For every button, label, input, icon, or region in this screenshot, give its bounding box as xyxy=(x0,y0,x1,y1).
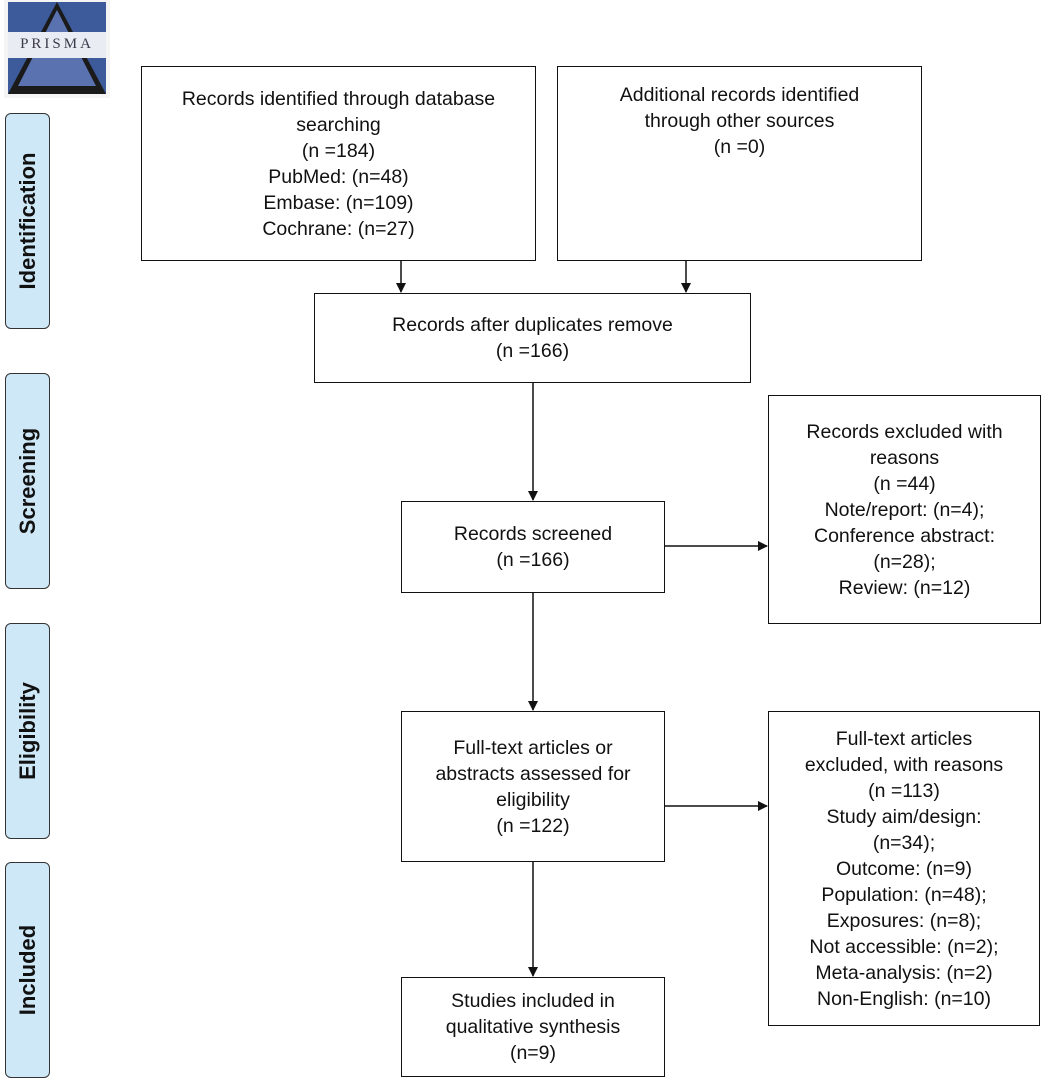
box-line: Embase: (n=109) xyxy=(263,191,414,214)
box-line: through other sources xyxy=(644,110,835,132)
stage-screening: Screening xyxy=(5,373,50,589)
stage-identification: Identification xyxy=(5,113,50,329)
box-line: Meta-analysis: (n=2) xyxy=(815,961,993,984)
box-line: (n =0) xyxy=(713,136,766,158)
box-line: (n=28); xyxy=(873,550,936,573)
box-line: Studies included in xyxy=(451,990,615,1012)
box-other-sources: Additional records identified through ot… xyxy=(557,66,922,261)
box-line: Cochrane: (n=27) xyxy=(262,217,415,240)
box-excluded-fulltext: Full-text articles excluded, with reason… xyxy=(768,711,1040,1026)
stage-included: Included xyxy=(5,862,50,1078)
box-studies-included: Studies included in qualitative synthesi… xyxy=(401,977,665,1077)
box-line: qualitative synthesis xyxy=(445,1016,621,1038)
box-line: Exposures: (n=8); xyxy=(826,909,982,932)
box-line: (n=34); xyxy=(872,831,936,854)
stage-eligibility: Eligibility xyxy=(5,623,50,839)
box-fulltext-assessed: Full-text articles or abstracts assessed… xyxy=(401,711,665,862)
box-line: searching xyxy=(296,113,381,136)
box-line: Review: (n=12) xyxy=(838,576,971,599)
prisma-logo-graphic xyxy=(8,2,106,94)
box-database-search: Records identified through database sear… xyxy=(141,66,536,261)
box-line: (n =122) xyxy=(496,814,570,837)
box-after-duplicates: Records after duplicates remove (n =166) xyxy=(314,293,751,383)
box-line: Additional records identified xyxy=(619,84,860,106)
box-line: abstracts assessed for xyxy=(435,762,631,785)
box-line: Outcome: (n=9) xyxy=(835,857,972,880)
box-line: PubMed: (n=48) xyxy=(268,165,409,188)
box-line: Non-English: (n=10) xyxy=(817,987,991,1010)
box-line: Full-text articles or xyxy=(453,736,613,759)
prisma-logo: PRISMA xyxy=(4,0,110,98)
box-line: excluded, with reasons xyxy=(804,753,1004,776)
box-line: Records identified through database xyxy=(181,87,496,110)
box-line: (n =166) xyxy=(495,340,570,362)
box-line: (n=9) xyxy=(509,1042,557,1064)
box-line: Note/report: (n=4); xyxy=(824,498,985,521)
box-line: Not accessible: (n=2); xyxy=(809,935,999,958)
box-line: Records after duplicates remove xyxy=(392,314,673,336)
box-line: eligibility xyxy=(496,788,570,811)
box-line: (n =113) xyxy=(868,779,940,802)
box-line: Records excluded with xyxy=(806,420,1003,443)
box-excluded-screening: Records excluded with reasons (n =44) No… xyxy=(768,395,1041,624)
prisma-logo-text: PRISMA xyxy=(20,36,94,52)
box-line: (n =184) xyxy=(301,139,376,162)
box-line: Population: (n=48); xyxy=(821,883,987,906)
box-records-screened: Records screened (n =166) xyxy=(401,501,665,593)
box-line: Conference abstract: xyxy=(813,524,995,547)
box-line: (n =44) xyxy=(873,472,936,495)
box-line: Full-text articles xyxy=(835,727,973,750)
box-line: (n =166) xyxy=(496,549,570,571)
box-line: Records screened xyxy=(453,523,613,545)
box-line: Study aim/design: xyxy=(826,805,982,828)
box-line: reasons xyxy=(869,446,940,469)
